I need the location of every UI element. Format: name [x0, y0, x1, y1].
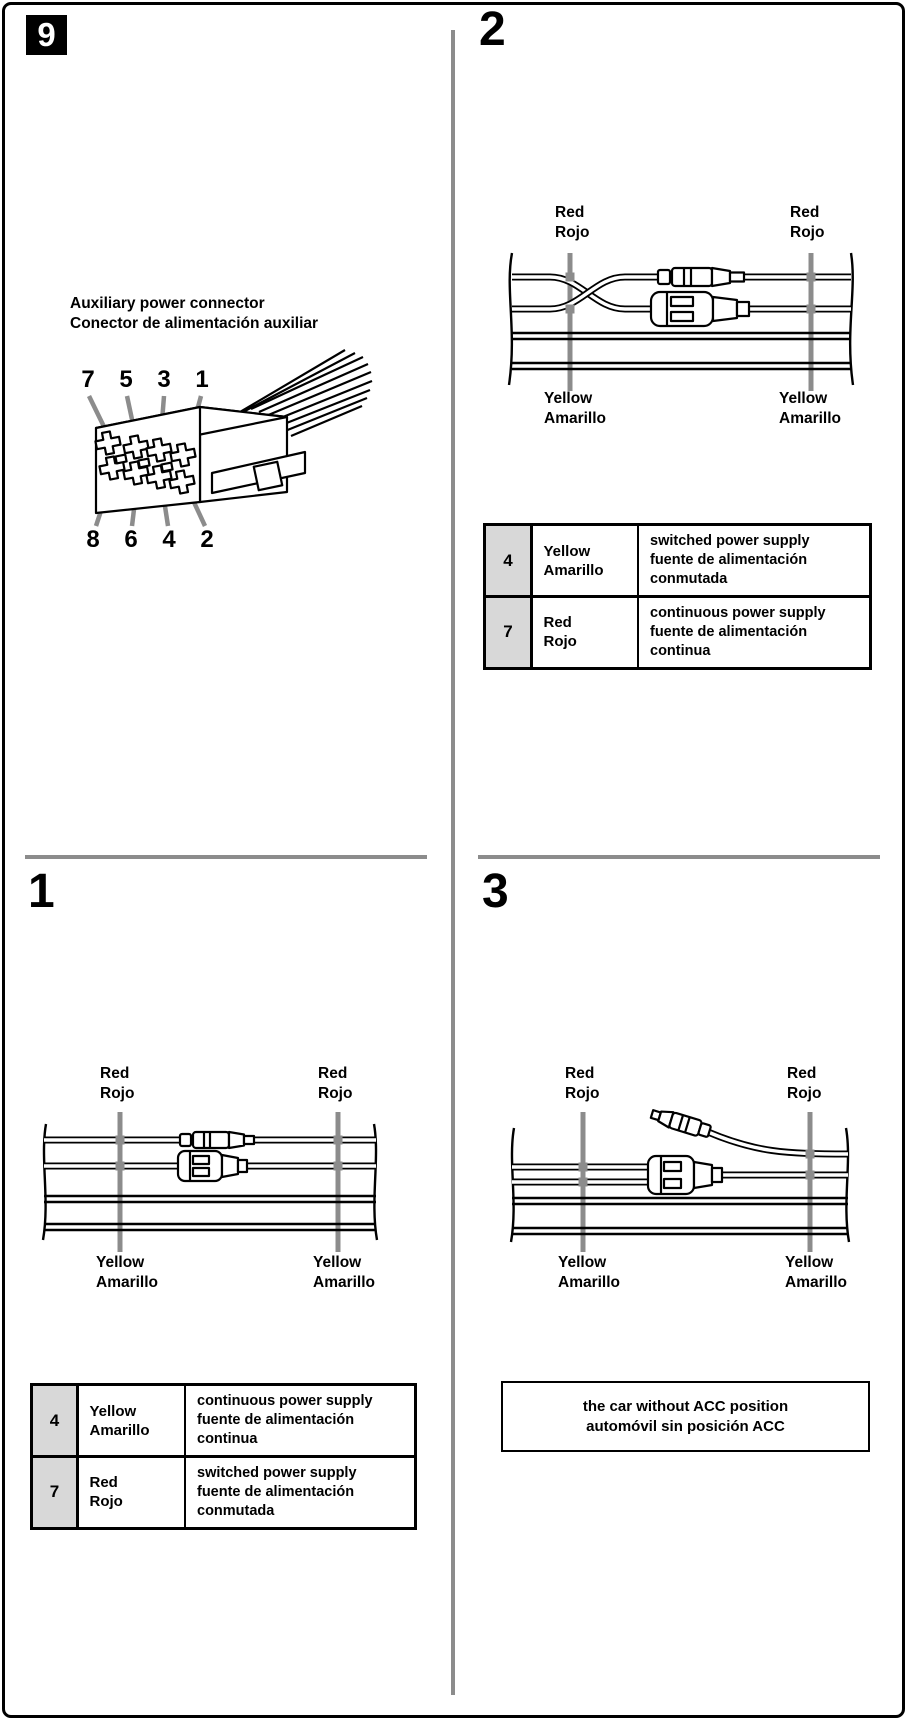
step-3-number: 3: [482, 865, 509, 918]
table-cell-desc: switched power supply fuente de alimenta…: [186, 1457, 414, 1527]
wire-label-yellow-left-s1: Yellow Amarillo: [96, 1253, 158, 1293]
table-cell-wire: Yellow Amarillo: [532, 526, 637, 595]
wire-label-yellow-en: Yellow: [779, 390, 828, 407]
wire-label-red-en: Red: [100, 1065, 130, 1082]
table-cell-desc: switched power supply fuente de alimenta…: [639, 526, 869, 595]
wire-label-red-right-s1: Red Rojo: [318, 1064, 352, 1104]
wire-diagram-straight: [41, 1112, 379, 1252]
step-9-number: 9: [37, 16, 56, 53]
wire-marker-dots: [115, 1135, 343, 1171]
wire-label-yellow-es: Amarillo: [785, 1274, 848, 1291]
wire-label-yellow-es: Amarillo: [544, 410, 607, 427]
harness-tube: [507, 252, 855, 386]
section-divider-left: [25, 855, 427, 859]
table-cell-pin: 4: [33, 1386, 76, 1455]
pin-table-s2: 4 Yellow Amarillo switched power supply …: [483, 523, 872, 670]
step-1-number: 1: [28, 865, 55, 918]
wire-label-yellow-es: Amarillo: [558, 1274, 621, 1291]
table-cell-desc: continuous power supply fuente de alimen…: [186, 1386, 414, 1455]
wire-label-red-en: Red: [790, 204, 820, 221]
connector-caption-es: Conector de alimentación auxiliar: [70, 314, 319, 332]
crossed-wires: [512, 273, 851, 313]
wire-label-yellow-right-s1: Yellow Amarillo: [313, 1253, 375, 1293]
wire-label-red-left-s1: Red Rojo: [100, 1064, 134, 1104]
disconnected-red-wire: [706, 1128, 849, 1158]
step-9-badge: 9: [26, 15, 67, 55]
table-cell-desc: continuous power supply fuente de alimen…: [639, 597, 869, 667]
connector-pins: [94, 430, 197, 495]
pin-label-1: 1: [195, 366, 209, 393]
wire-label-red-en: Red: [565, 1065, 595, 1082]
wire-label-red-es: Rojo: [565, 1085, 600, 1102]
indicator-lines: [117, 1112, 341, 1252]
wire-label-yellow-es: Amarillo: [96, 1274, 159, 1291]
pin-label-7: 7: [81, 366, 95, 393]
wire-label-red-left-s2: Red Rojo: [555, 203, 589, 243]
wire-label-yellow-en: Yellow: [96, 1254, 145, 1271]
wire-label-yellow-left-s2: Yellow Amarillo: [544, 389, 606, 429]
pin-label-8: 8: [86, 526, 100, 553]
note-line-1: the car without ACC position: [582, 1398, 789, 1415]
wire-diagram-crossed: [507, 252, 855, 391]
table-cell-pin: 7: [486, 597, 530, 667]
wire-marker-dots: [578, 1149, 815, 1187]
step-2-number: 2: [479, 3, 506, 56]
wire-label-red-es: Rojo: [787, 1085, 822, 1102]
wire-label-red-es: Rojo: [318, 1085, 353, 1102]
note-box: the car without ACC position automóvil s…: [501, 1381, 870, 1452]
wire-label-yellow-es: Amarillo: [313, 1274, 376, 1291]
wire-label-red-es: Rojo: [555, 224, 590, 241]
wire-label-yellow-en: Yellow: [313, 1254, 362, 1271]
section-divider-right: [478, 855, 880, 859]
wire-label-red-en: Red: [787, 1065, 817, 1082]
table-cell-wire: Red Rojo: [78, 1457, 184, 1527]
detached-male-terminal: [649, 1109, 712, 1138]
wire-label-red-right-s2: Red Rojo: [790, 203, 824, 243]
table-cell-wire: Yellow Amarillo: [78, 1386, 184, 1455]
wire-label-red-es: Rojo: [100, 1085, 135, 1102]
male-terminal: [656, 266, 746, 288]
wire-label-yellow-right-s2: Yellow Amarillo: [779, 389, 841, 429]
pin-label-3: 3: [157, 366, 171, 393]
wire-label-yellow-left-s3: Yellow Amarillo: [558, 1253, 620, 1293]
note-line-2: automóvil sin posición ACC: [586, 1417, 785, 1435]
table-cell-pin: 7: [33, 1457, 76, 1527]
wire-label-red-en: Red: [555, 204, 585, 221]
wire-label-yellow-en: Yellow: [785, 1254, 834, 1271]
wire-label-yellow-en: Yellow: [558, 1254, 607, 1271]
wire-label-yellow-right-s3: Yellow Amarillo: [785, 1253, 847, 1293]
female-connector: [646, 1154, 724, 1196]
female-connector: [176, 1149, 249, 1183]
harness-tube: [41, 1123, 379, 1241]
wire-label-red-es: Rojo: [790, 224, 825, 241]
connector-caption: Auxiliary power connector Conector de al…: [70, 294, 318, 333]
pin-label-5: 5: [119, 366, 133, 393]
pin-table-s1: 4 Yellow Amarillo continuous power suppl…: [30, 1383, 417, 1530]
wire-label-yellow-en: Yellow: [544, 390, 593, 407]
wire-label-red-right-s3: Red Rojo: [787, 1064, 821, 1104]
wire-label-red-en: Red: [318, 1065, 348, 1082]
vertical-divider: [451, 30, 455, 1695]
female-connector: [649, 290, 751, 328]
male-terminal: [178, 1130, 256, 1150]
table-cell-pin: 4: [486, 526, 530, 595]
pin-label-6: 6: [124, 526, 138, 553]
wire-label-red-left-s3: Red Rojo: [565, 1064, 599, 1104]
pin-label-4: 4: [162, 526, 176, 553]
pin-label-2: 2: [200, 526, 214, 553]
wire-marker-dots: [565, 272, 816, 314]
table-cell-wire: Red Rojo: [532, 597, 637, 667]
wire-fan: [234, 349, 373, 438]
wire-diagram-disconnected: [509, 1109, 851, 1252]
wire-label-yellow-es: Amarillo: [779, 410, 842, 427]
connector-caption-en: Auxiliary power connector: [70, 295, 265, 312]
auxiliary-connector-diagram: [86, 349, 373, 527]
harness-tube: [509, 1127, 851, 1243]
